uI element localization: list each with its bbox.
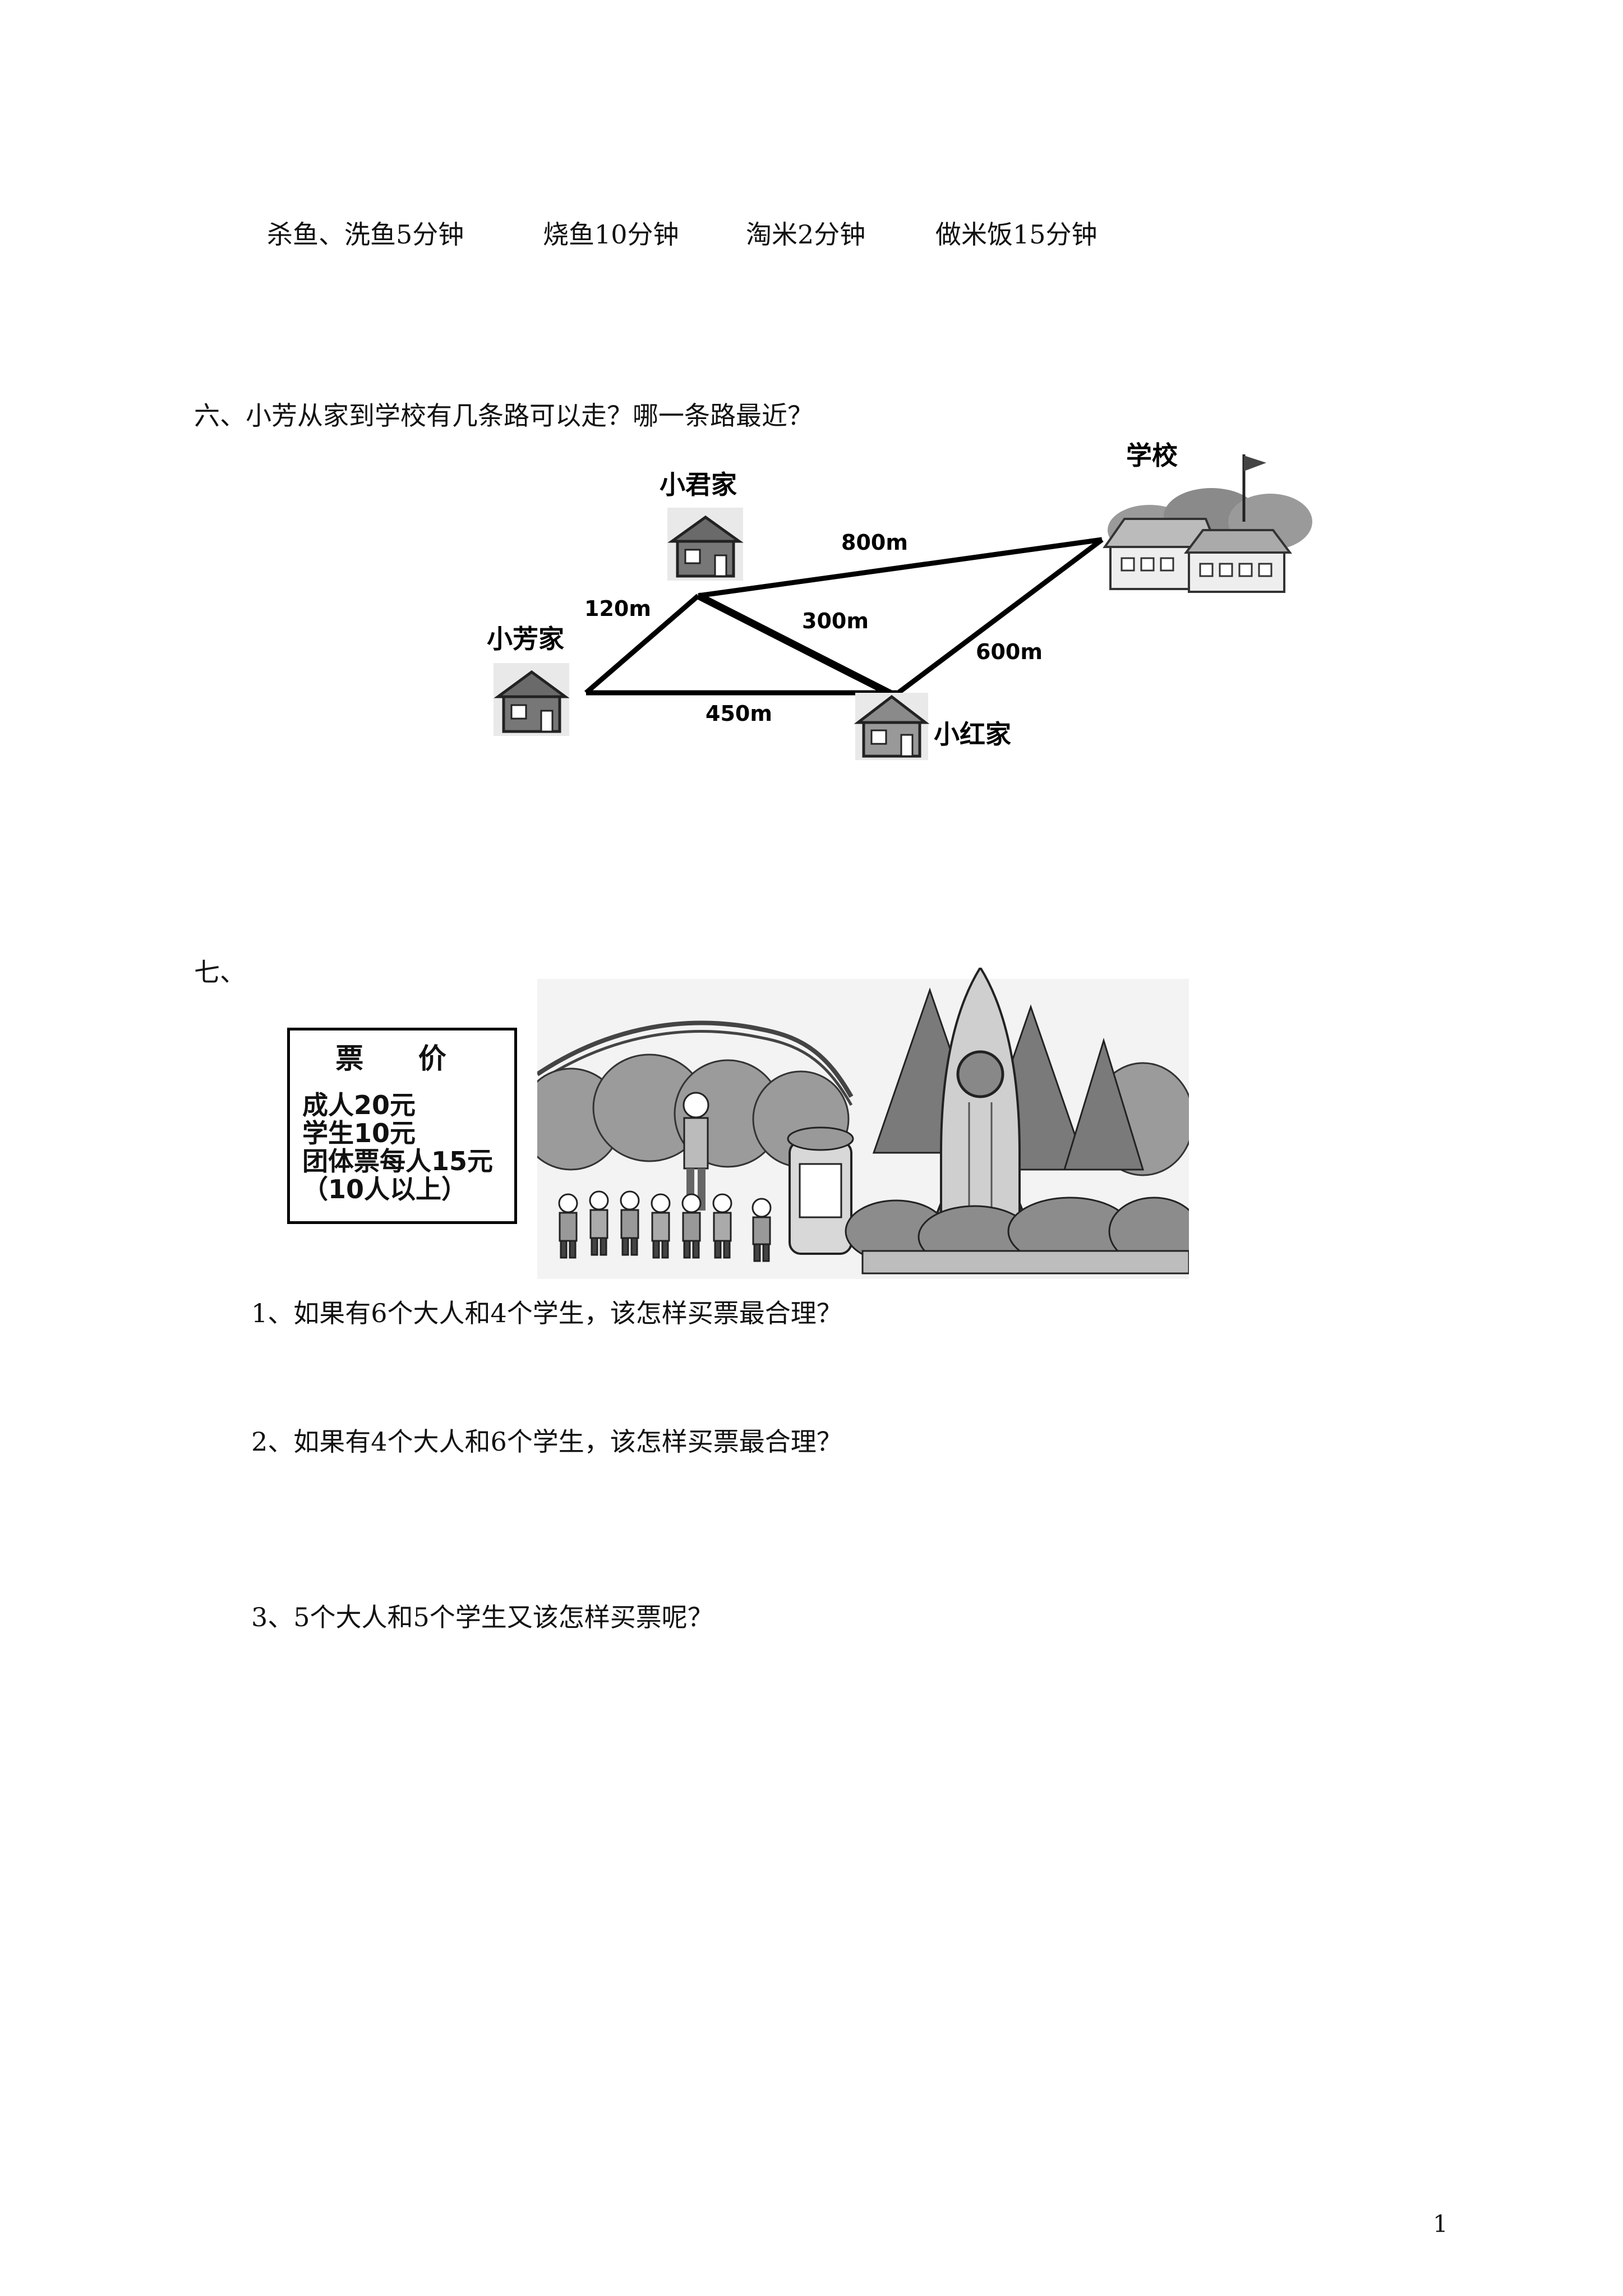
xiaohong-label: 小红家 (934, 719, 1011, 749)
distance-jun-school: 800m (841, 530, 908, 555)
distance-fang-jun: 120m (584, 596, 651, 621)
xiaohong-house-icon (854, 693, 930, 760)
price-group: 团体票每人15元 (302, 1146, 494, 1176)
route-jun-hong (697, 592, 896, 699)
ticket-booth-icon (787, 1126, 854, 1255)
distance-hong-school: 600m (976, 639, 1043, 664)
price-box-title: 票 价 (335, 1042, 469, 1075)
q6-title: 六、小芳从家到学校有几条路可以走？哪一条路最近？ (194, 401, 813, 431)
ticket-price-box: 票 价 成人20元 学生10元 团体票每人15元 （10人以上） (287, 1028, 517, 1224)
distance-jun-hong: 300m (802, 609, 869, 633)
price-group-note: （10人以上） (302, 1174, 468, 1204)
route-fang-jun (584, 593, 700, 695)
route-jun-school (698, 537, 1103, 599)
task-kill-fish: 杀鱼、洗鱼5分钟 (267, 219, 464, 250)
q7-question-3: 3、5个大人和5个学生又该怎样买票呢？ (251, 1602, 713, 1632)
xiaojun-house-icon (667, 508, 744, 581)
distance-fang-hong: 450m (706, 701, 772, 726)
route-hong-school (893, 537, 1104, 698)
q7-number: 七、 (194, 957, 246, 987)
route-map: 小君家 小芳家 小红家 学校 120m 800m 300m 450m 600m (487, 440, 1312, 760)
school-label: 学校 (1126, 440, 1178, 471)
task-wash-rice: 淘米2分钟 (746, 219, 866, 250)
xiaofang-label: 小芳家 (487, 624, 564, 654)
q7-question-2: 2、如果有4个大人和6个学生，该怎样买票最合理？ (251, 1427, 842, 1457)
price-student: 学生10元 (302, 1118, 416, 1148)
q7-question-1: 1、如果有6个大人和4个学生，该怎样买票最合理？ (251, 1298, 842, 1328)
school-building-icon (1103, 454, 1312, 593)
price-adult: 成人20元 (302, 1090, 416, 1120)
task-cook-fish: 烧鱼10分钟 (543, 219, 679, 250)
xiaojun-label: 小君家 (660, 470, 737, 500)
children-group (558, 1190, 772, 1262)
xiaofang-house-icon (494, 663, 570, 736)
page-number: 1 (1433, 2210, 1448, 2238)
amusement-park-illustration (537, 968, 1189, 1279)
task-cook-rice: 做米饭15分钟 (935, 219, 1098, 250)
